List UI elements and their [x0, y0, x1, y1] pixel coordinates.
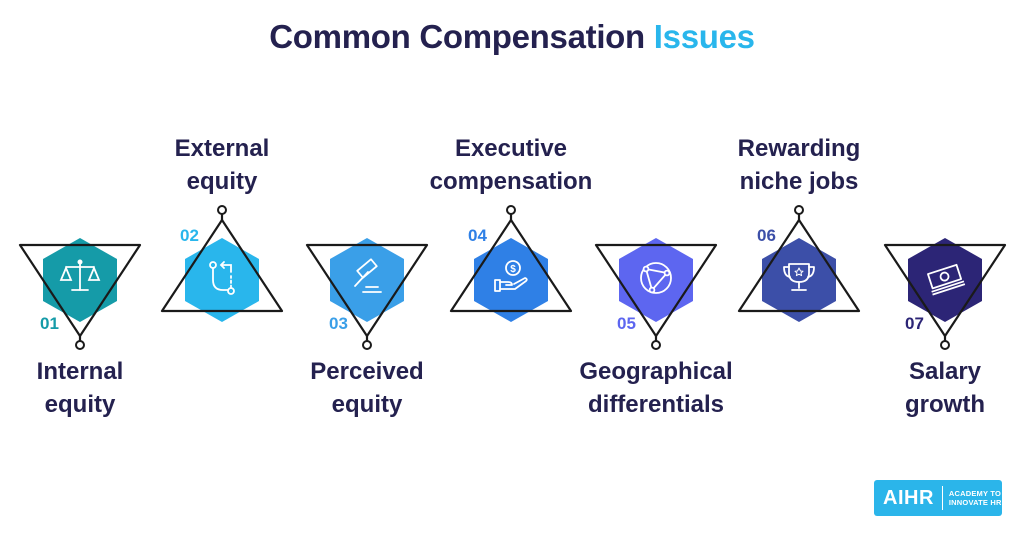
- globe-network-icon: [640, 262, 672, 294]
- hexagon-02: [185, 238, 259, 322]
- stem-dot-05: [651, 340, 661, 350]
- page-title: Common Compensation Issues: [0, 18, 1024, 56]
- step-number-06: 06: [757, 226, 776, 245]
- triangle-05: [594, 243, 718, 338]
- triangle-03: [305, 243, 429, 338]
- triangle-04: [449, 218, 573, 313]
- logo-brand: AIHR: [874, 486, 943, 510]
- stem-dot-03: [362, 340, 372, 350]
- path-nodes-icon: [209, 261, 235, 295]
- step-label-03-line1: Perceived: [310, 358, 424, 385]
- step-label-03: Perceived equity: [267, 355, 467, 421]
- step-06: [737, 205, 861, 322]
- title-main: Common Compensation: [269, 18, 645, 55]
- step-01: [18, 238, 142, 350]
- svg-text:$: $: [510, 264, 516, 275]
- step-07: [883, 238, 1007, 350]
- step-label-04-line1: Executive: [454, 135, 568, 162]
- step-number-03: 03: [329, 314, 348, 333]
- hand-coin-icon: $: [494, 260, 528, 292]
- hexagon-05: [619, 238, 693, 322]
- triangle-06: [737, 218, 861, 313]
- step-label-05-line2: differentials: [587, 391, 725, 418]
- stem-dot-06: [794, 205, 804, 215]
- step-label-01-line1: Internal: [36, 358, 124, 385]
- logo-tag-line1: ACADEMY TO: [948, 489, 1002, 498]
- title-accent: Issues: [653, 18, 755, 55]
- step-label-01-line2: equity: [44, 391, 116, 418]
- step-02: [160, 205, 284, 322]
- hexagon-03: [330, 238, 404, 322]
- step-label-06: Rewarding niche jobs: [699, 132, 899, 198]
- step-number-07: 07: [905, 314, 924, 333]
- step-label-03-line2: equity: [331, 391, 403, 418]
- step-number-02: 02: [180, 226, 199, 245]
- trophy-icon: [783, 263, 815, 291]
- stem-dot-04: [506, 205, 516, 215]
- step-number-05: 05: [617, 314, 636, 333]
- logo-tag-line2: INNOVATE HR: [948, 498, 1002, 507]
- step-03: [305, 238, 429, 350]
- aihr-logo: AIHR ACADEMY TO INNOVATE HR: [874, 480, 1002, 516]
- step-label-06-line1: Rewarding: [737, 135, 861, 162]
- step-label-02: External equity: [122, 132, 322, 198]
- stem-dot-07: [940, 340, 950, 350]
- money-stack-icon: [927, 263, 966, 296]
- step-number-01: 01: [40, 314, 59, 333]
- triangle-02: [160, 218, 284, 313]
- step-label-07-line2: growth: [905, 391, 985, 418]
- step-label-04-line2: compensation: [429, 168, 593, 195]
- stem-dot-02: [217, 205, 227, 215]
- step-04: $: [449, 205, 573, 322]
- step-label-01: Internal equity: [0, 355, 180, 421]
- step-number-04: 04: [468, 226, 487, 245]
- triangle-01: [18, 243, 142, 338]
- stem-dot-01: [75, 340, 85, 350]
- step-label-05-line1: Geographical: [579, 358, 733, 385]
- logo-tagline: ACADEMY TO INNOVATE HR: [943, 489, 1002, 507]
- gavel-icon: [354, 258, 382, 293]
- step-label-02-line2: equity: [186, 168, 258, 195]
- step-label-05: Geographical differentials: [556, 355, 756, 421]
- scales-icon: [59, 259, 101, 291]
- triangle-07: [883, 243, 1007, 338]
- hexagon-06: [762, 238, 836, 322]
- step-label-07-line1: Salary: [908, 358, 982, 385]
- step-label-02-line1: External: [174, 135, 270, 162]
- hexagon-04: [474, 238, 548, 322]
- step-05: [594, 238, 718, 350]
- step-label-04: Executive compensation: [411, 132, 611, 198]
- step-label-07: Salary growth: [845, 355, 1024, 421]
- step-label-06-line2: niche jobs: [739, 168, 859, 195]
